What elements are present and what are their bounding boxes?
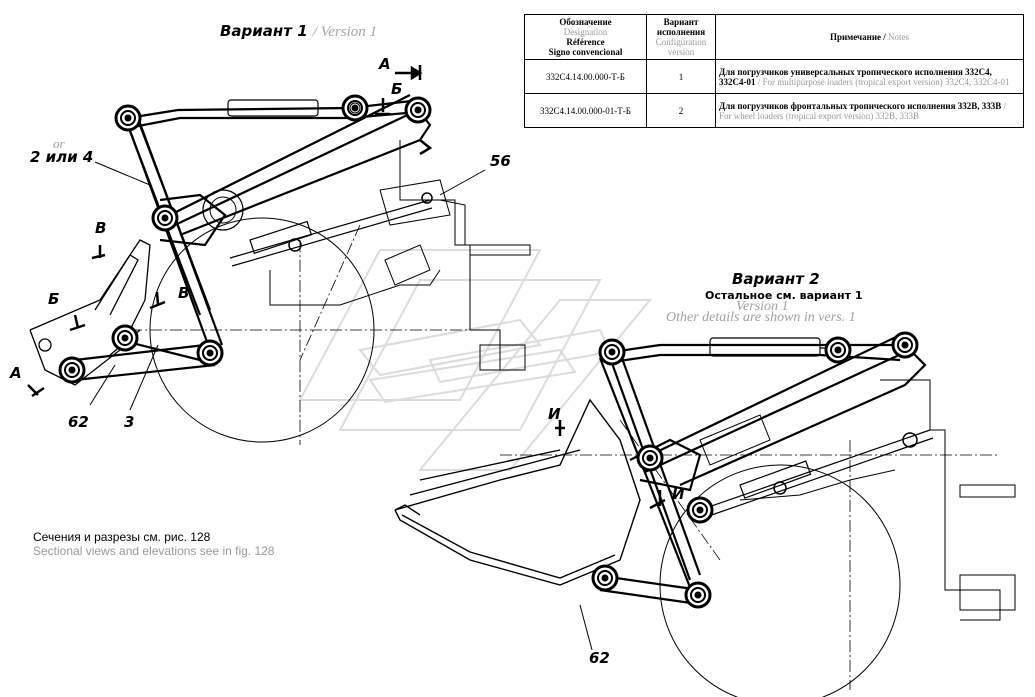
section-i-right-label: И [672, 485, 685, 503]
section-v-mid-label: В [178, 284, 190, 302]
row2-note-en: / For wheel loaders (tropical export ver… [719, 100, 1006, 121]
section-v-left-label: В [95, 219, 107, 237]
part-56-label: 56 [490, 152, 511, 170]
variant1-title-en: / Version 1 [312, 24, 378, 40]
variant-header: Вариант исполнения Configuration version [646, 14, 716, 60]
row2-note: Для погрузчиков фронтальных тропического… [715, 93, 1024, 128]
variant2-title: Вариант 2 [732, 270, 820, 288]
designation-header-es: Signo convencional [548, 47, 623, 57]
note-header: Примечание / Notes [715, 14, 1024, 60]
designation-header-ru: Обозначение [559, 17, 612, 27]
variant1-title-ru: Вариант 1 [220, 22, 308, 40]
variant2-assembly [394, 331, 1016, 697]
row1-note-ru: Для погрузчиков универсальных тропическо… [719, 66, 992, 87]
section-b-top-label: Б [391, 80, 403, 98]
section-a-left-label: А [10, 364, 22, 382]
part-62-left-label: 62 [68, 413, 89, 431]
row2-variant: 2 [646, 93, 716, 128]
watermark-logo [298, 249, 653, 471]
variant2-subtitle-en: Other details are shown in vers. 1 [666, 310, 856, 325]
designation-header: Обозначение Designation Référence Signo … [524, 14, 647, 60]
note-header-en: Notes [888, 32, 910, 42]
section-b-left-label: Б [48, 290, 60, 308]
or-label: or [53, 136, 65, 151]
part-3-label: 3 [124, 413, 135, 431]
row2-designation: 332C4.14.00.000-01-Т-Б [524, 93, 647, 128]
designation-header-fr: Référence [566, 37, 605, 47]
variant1-title: Вариант 1 / Version 1 [220, 22, 377, 41]
row1-note-en: / For multipurpose loaders (tropical exp… [757, 76, 1010, 87]
row1-designation: 332C4.14.00.000-Т-Б [524, 59, 647, 94]
part-2-or-4-label: 2 или 4 [30, 148, 94, 166]
row2-note-ru: Для погрузчиков фронтальных тропического… [719, 100, 1002, 111]
variant2-subtitle-ru: Остальное см. вариант 1 [705, 289, 863, 302]
variant-header-en: Configuration version [655, 37, 707, 57]
variant2-title-en: Version 1 [736, 299, 789, 314]
sections-note-en: Sectional views and elevations see in fi… [33, 544, 275, 558]
part-62-right-label: 62 [589, 649, 610, 667]
variant-header-ru: Вариант исполнения [656, 17, 706, 37]
variant1-assembly [27, 65, 531, 445]
table-row: 332C4.14.00.000-01-Т-Б 2 Для погрузчиков… [524, 93, 1024, 128]
table-row: 332C4.14.00.000-Т-Б 1 Для погрузчиков ун… [524, 59, 1024, 94]
designation-header-en: Designation [563, 27, 608, 37]
row1-variant: 1 [646, 59, 716, 94]
table-header-row: Обозначение Designation Référence Signo … [524, 14, 1024, 60]
row1-note: Для погрузчиков универсальных тропическо… [715, 59, 1024, 94]
section-a-top-label: А [379, 55, 391, 73]
sections-note-ru: Сечения и разрезы см. рис. 128 [33, 530, 211, 544]
note-header-ru: Примечание / [829, 32, 886, 42]
section-i-left-label: И [548, 405, 561, 423]
specification-table: Обозначение Designation Référence Signo … [524, 14, 1024, 128]
